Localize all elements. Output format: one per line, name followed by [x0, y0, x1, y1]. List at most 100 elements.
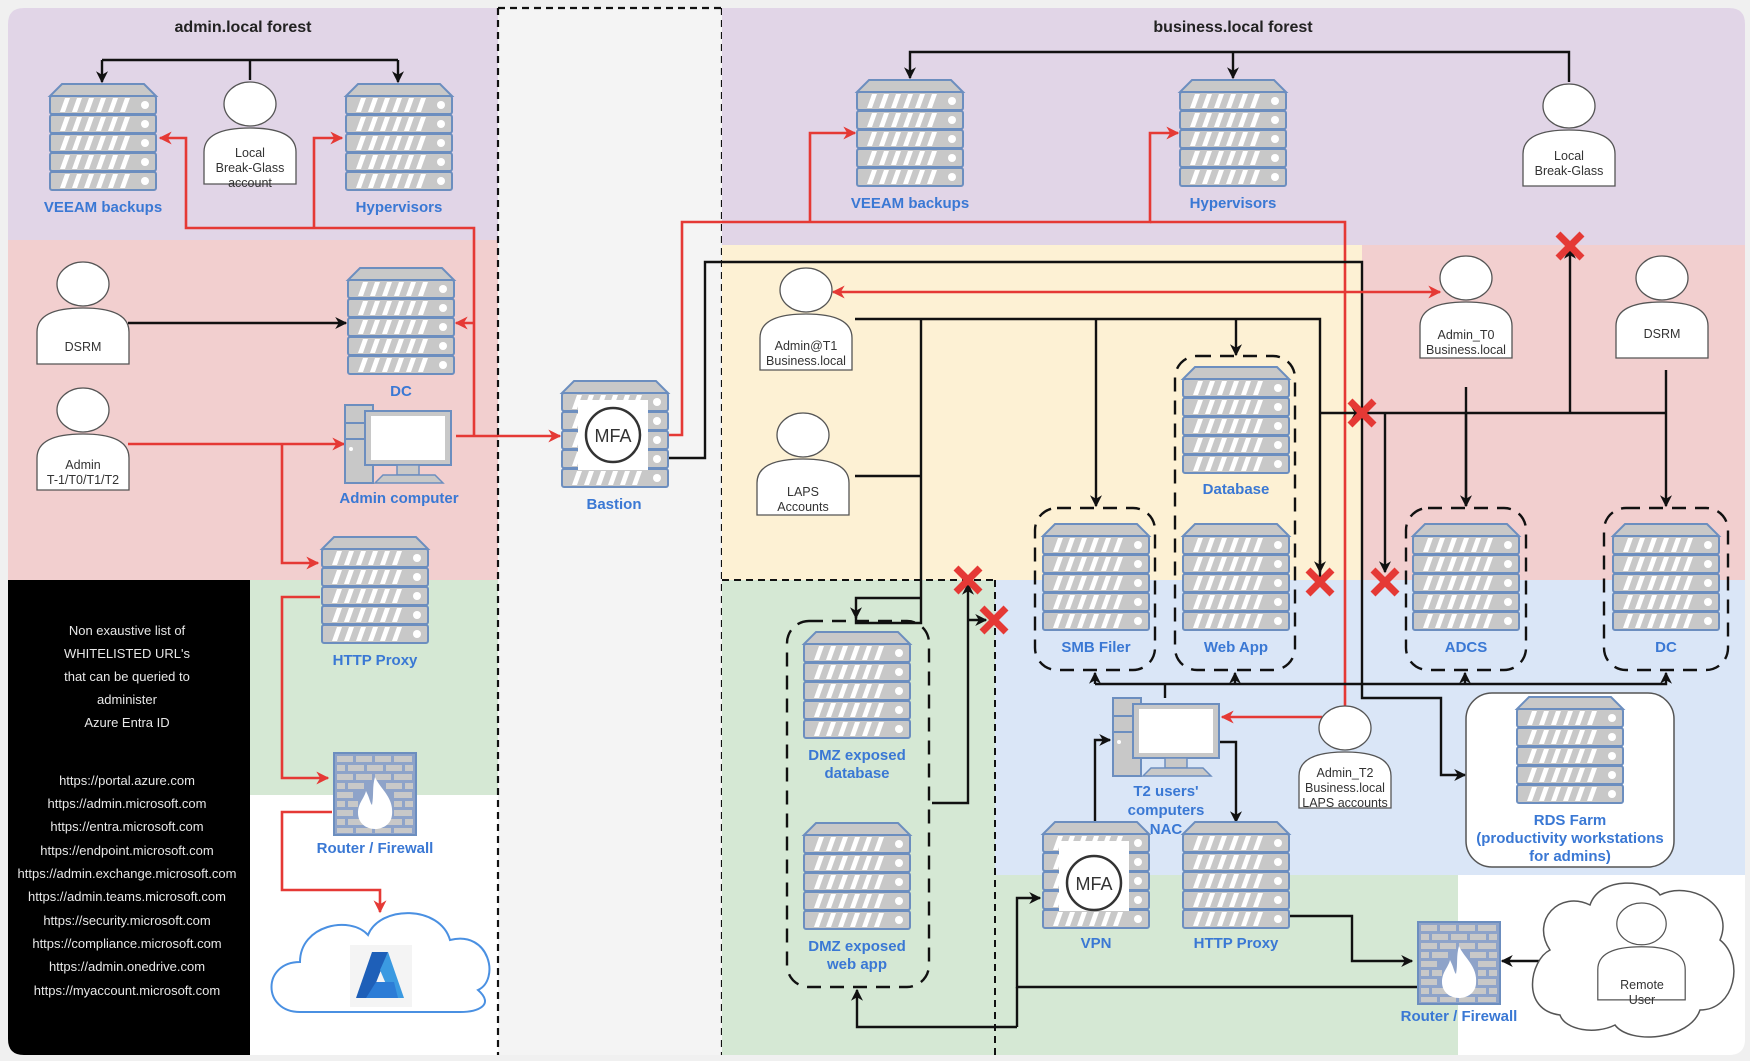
server-label: HTTP Proxy: [1194, 935, 1279, 952]
server-icon: [50, 84, 156, 190]
business-hypervisors-server[interactable]: Hypervisors: [1180, 80, 1286, 212]
business-veeam-server[interactable]: VEEAM backups: [851, 80, 969, 212]
dmz-database-server[interactable]: DMZ exposed database: [804, 632, 910, 782]
svg-text:Remote: Remote: [1620, 978, 1664, 992]
business-dsrm-user[interactable]: DSRM: [1615, 255, 1709, 359]
admin-hypervisors-server[interactable]: Hypervisors: [346, 84, 452, 216]
whitelist-url: https://admin.exchange.microsoft.com: [18, 866, 237, 881]
business-admin-t2-user[interactable]: Admin_T2 Business.local LAPS accounts: [1298, 705, 1392, 810]
svg-text:Business.local: Business.local: [766, 354, 846, 368]
server-icon: [804, 632, 910, 738]
svg-text:Business.local: Business.local: [1305, 781, 1385, 795]
admin-dsrm-user[interactable]: DSRM: [36, 261, 130, 365]
bastion-server[interactable]: MFA Bastion: [562, 381, 668, 513]
server-icon: [804, 823, 910, 929]
whitelist-url: https://compliance.microsoft.com: [32, 936, 221, 951]
t2-users-computers[interactable]: T2 users' computers NAC: [1112, 697, 1220, 838]
svg-text:Break-Glass: Break-Glass: [216, 161, 285, 175]
svg-text:DSRM: DSRM: [65, 340, 102, 354]
svg-text:LAPS accounts: LAPS accounts: [1302, 796, 1387, 810]
svg-text:that can be queried to: that can be queried to: [64, 669, 190, 684]
whitelist-url: https://endpoint.microsoft.com: [40, 843, 213, 858]
svg-text:Non exaustive list of: Non exaustive list of: [69, 623, 186, 638]
admin-router-firewall[interactable]: Router / Firewall: [317, 752, 434, 857]
server-label: Web App: [1204, 639, 1268, 656]
business-admin-t1-user[interactable]: Admin@T1 Business.local: [759, 267, 853, 371]
server-label: Hypervisors: [1190, 195, 1277, 212]
server-icon: [1183, 822, 1289, 928]
svg-text:MFA: MFA: [594, 426, 631, 446]
firewall-label: Router / Firewall: [1401, 1008, 1518, 1025]
remote-user-cloud[interactable]: Remote User: [1531, 882, 1735, 1038]
svg-text:account: account: [228, 176, 272, 190]
business-web-app[interactable]: Web App: [1183, 524, 1289, 656]
whitelist-url: https://admin.microsoft.com: [48, 796, 207, 811]
svg-text:(productivity workstations: (productivity workstations: [1476, 830, 1664, 847]
svg-text:Local: Local: [235, 146, 265, 160]
bastion-label: Bastion: [586, 496, 641, 513]
svg-text:RDS Farm: RDS Farm: [1534, 812, 1607, 829]
server-icon: [1517, 697, 1623, 803]
firewall-label: Router / Firewall: [317, 840, 434, 857]
server-label: HTTP Proxy: [333, 652, 418, 669]
business-smb-filer[interactable]: SMB Filer: [1043, 524, 1149, 656]
svg-text:Local: Local: [1554, 149, 1584, 163]
admin-http-proxy[interactable]: HTTP Proxy: [322, 537, 428, 669]
svg-text:WHITELISTED URL's: WHITELISTED URL's: [64, 646, 190, 661]
svg-text:T-1/T0/T1/T2: T-1/T0/T1/T2: [47, 473, 119, 487]
whitelist-text: Non exaustive list of WHITELISTED URL's …: [18, 623, 237, 998]
business-database-server[interactable]: Database: [1183, 367, 1289, 498]
server-icon: [1183, 524, 1289, 630]
server-label: Database: [1203, 481, 1270, 498]
svg-text:LAPS: LAPS: [787, 485, 819, 499]
whitelist-panel: [8, 580, 250, 1055]
business-break-glass-user[interactable]: Local Break-Glass: [1522, 83, 1616, 187]
business-http-proxy[interactable]: HTTP Proxy: [1183, 822, 1289, 952]
admin-computer[interactable]: Admin computer: [339, 404, 459, 507]
business-adcs-server[interactable]: ADCS: [1413, 524, 1519, 656]
admin-tiered-user[interactable]: Admin T-1/T0/T1/T2: [36, 387, 130, 491]
whitelist-url-list: https://portal.azure.com https://admin.m…: [18, 773, 237, 998]
server-icon: [1613, 524, 1719, 630]
svg-text:Admin_T2: Admin_T2: [1317, 766, 1374, 780]
business-admin-t0-user[interactable]: Admin_T0 Business.local: [1419, 255, 1513, 359]
rds-farm-server[interactable]: RDS Farm (productivity workstations for …: [1476, 697, 1664, 865]
whitelist-url: https://myaccount.microsoft.com: [34, 983, 220, 998]
vpn-server[interactable]: MFA VPN: [1043, 822, 1149, 952]
admin-dc-server[interactable]: DC: [348, 268, 454, 400]
svg-text:DMZ exposed: DMZ exposed: [808, 747, 906, 764]
svg-text:Azure Entra ID: Azure Entra ID: [84, 715, 169, 730]
server-label: VEEAM backups: [44, 199, 162, 216]
computer-label: Admin computer: [339, 490, 458, 507]
business-forest-title: business.local forest: [1153, 19, 1313, 36]
business-laps-user[interactable]: LAPS Accounts: [756, 412, 850, 516]
server-label: Hypervisors: [356, 199, 443, 216]
whitelist-url: https://portal.azure.com: [59, 773, 195, 788]
svg-text:for admins): for admins): [1529, 848, 1611, 865]
server-icon: [1043, 524, 1149, 630]
server-label: ADCS: [1445, 639, 1488, 656]
server-icon: [1183, 367, 1289, 473]
dc-box: [1602, 506, 1730, 672]
svg-text:NAC: NAC: [1150, 821, 1183, 838]
svg-text:web app: web app: [826, 956, 887, 973]
firewall-icon: [333, 752, 417, 836]
whitelist-url: https://security.microsoft.com: [43, 913, 210, 928]
server-label: DC: [390, 383, 412, 400]
server-icon: [322, 537, 428, 643]
azure-cloud[interactable]: [270, 912, 491, 1013]
svg-text:administer: administer: [97, 692, 158, 707]
admin-veeam-server[interactable]: VEEAM backups: [44, 84, 162, 216]
adcs-box: [1404, 506, 1528, 672]
admin-break-glass-user[interactable]: Local Break-Glass account: [203, 81, 297, 190]
svg-text:Admin@T1: Admin@T1: [775, 339, 838, 353]
business-router-firewall[interactable]: Router / Firewall: [1401, 921, 1518, 1025]
business-dc-server[interactable]: DC: [1613, 524, 1719, 656]
svg-text:Accounts: Accounts: [777, 500, 828, 514]
mfa-badge-icon: [1065, 854, 1123, 912]
server-label: VPN: [1081, 935, 1112, 952]
dmz-web-app-server[interactable]: DMZ exposed web app: [804, 823, 910, 973]
svg-text:database: database: [824, 765, 889, 782]
admin-connectors: [102, 58, 562, 914]
whitelist-url: https://admin.onedrive.com: [49, 959, 205, 974]
